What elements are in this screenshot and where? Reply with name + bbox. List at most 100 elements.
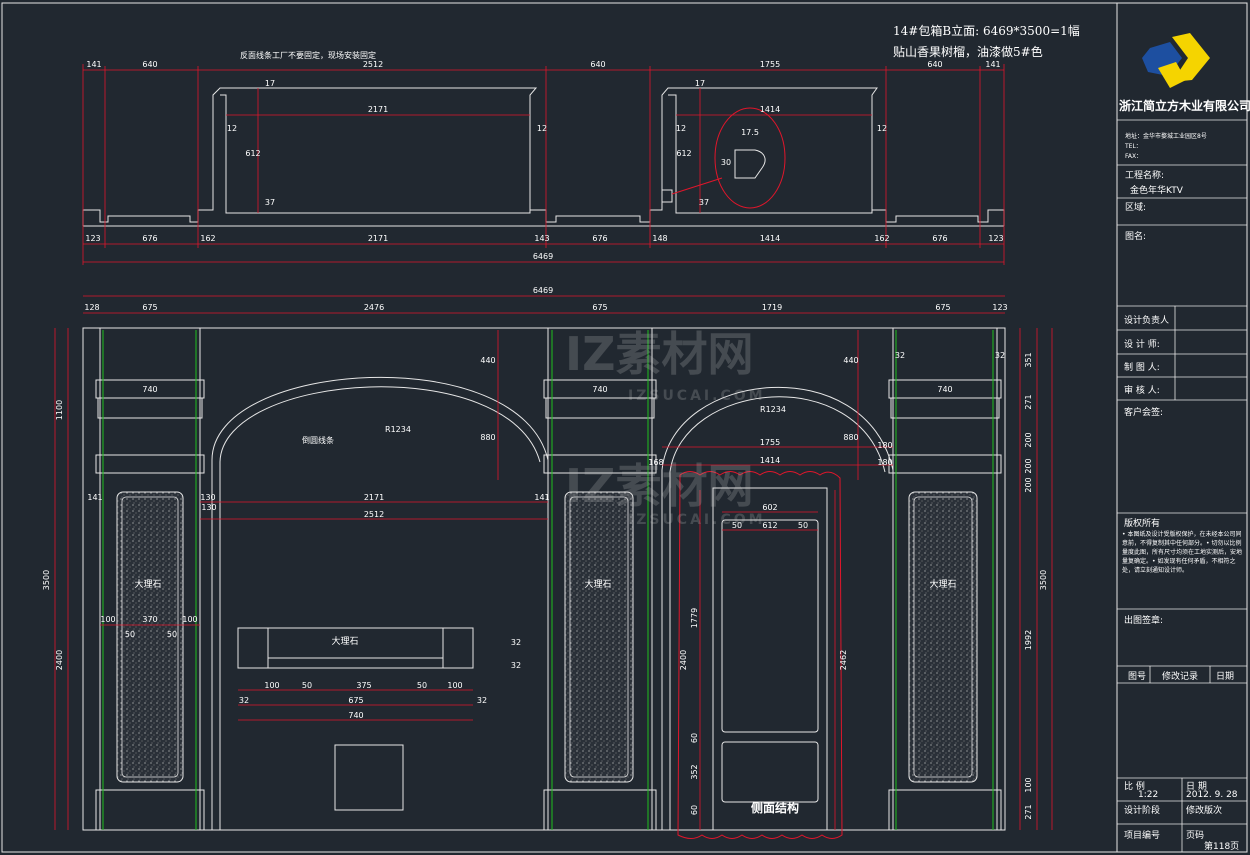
elevation-dimensions (54, 295, 1053, 830)
watermark-brand: IZ素材网 (565, 327, 754, 381)
plan-bottom-dim: 123 (85, 234, 100, 243)
plan-bottom-dim: 676 (592, 234, 607, 243)
side-structure-label: 侧面结构 (751, 800, 799, 815)
plan-bottom-dim: 162 (200, 234, 215, 243)
misc-dim: 100 (1024, 777, 1033, 792)
marble-label: 大理石 (584, 578, 611, 590)
plan-top-dim: 2512 (363, 60, 383, 69)
plan-small-dim: 12 (227, 124, 237, 133)
misc-dim: 141 (534, 493, 549, 502)
revision-record-label: 修改记录 (1162, 672, 1199, 682)
plan-top-dim: 640 (590, 60, 605, 69)
panel-dim: 50 (167, 630, 177, 639)
elev-right-dim: 3500 (1039, 570, 1048, 590)
plan-view (82, 87, 1005, 227)
stamp-label: 出图签章: (1124, 616, 1164, 626)
plan-bottom-dim: 1414 (760, 234, 780, 243)
project-no-label: 项目编号 (1124, 831, 1161, 841)
plan-top-dim: 640 (927, 60, 942, 69)
misc-dim: 440 (843, 356, 858, 365)
company-name: 浙江简立方木业有限公司 (1119, 99, 1250, 113)
detail-dim: 740 (348, 711, 363, 720)
misc-dim: 880 (480, 433, 495, 442)
date-col-label: 日期 (1216, 672, 1235, 682)
designer-in-charge-label: 设计负责人 (1124, 316, 1170, 326)
address-line: 地址：金华市婺城工业园区8号 (1125, 133, 1207, 140)
design-stage-label: 设计阶段 (1124, 806, 1161, 816)
note-line-1: 14#包箱B立面: 6469*3500=1幅 (893, 24, 1080, 38)
plan-small-dim: 17.5 (741, 128, 759, 137)
marble-label: 大理石 (929, 578, 956, 590)
misc-dim: 130 (201, 503, 216, 512)
watermark-sub: IZSUCAI.COM (628, 512, 766, 528)
plan-note: 反面线条工厂不要固定，现场安装固定 (240, 50, 376, 60)
plan-bottom-dim: 676 (932, 234, 947, 243)
misc-dim: 32 (895, 351, 905, 360)
elev-top-dim: 1719 (762, 303, 782, 312)
drawing-name-label: 图名: (1125, 232, 1147, 242)
detail-dim: 32 (511, 661, 521, 670)
plan-small-dim: 37 (265, 198, 275, 207)
plan-small-dim: 17 (695, 79, 705, 88)
elev-right-dim: 1992 (1024, 630, 1033, 650)
client-sign-label: 客户会签: (1124, 408, 1164, 418)
plan-small-dim: 12 (537, 124, 547, 133)
misc-dim: 200 (1024, 477, 1033, 492)
misc-dim: 180 (877, 441, 892, 450)
plan-small-dim: 12 (877, 124, 887, 133)
plan-bottom-dim: 162 (874, 234, 889, 243)
elev-left-dim: 2400 (55, 650, 64, 670)
door-dim: 602 (762, 503, 777, 512)
detail-dim: 32 (239, 696, 249, 705)
plan-dimensions (82, 64, 1005, 265)
elev-top-dim: 675 (935, 303, 950, 312)
door-dim: 60 (690, 805, 699, 815)
scale-label: 比 例 (1124, 782, 1145, 792)
copyright-text: • 本图纸及设计受版权保护，在未经本公司同意前，不得复制其中任何部分。• 切勿以… (1122, 531, 1243, 574)
company-logo-icon (1142, 33, 1210, 88)
capital-width-dim: 740 (592, 385, 607, 394)
misc-dim: 351 (1024, 352, 1033, 367)
elev-top-dim: 128 (84, 303, 99, 312)
door-dim: 50 (732, 521, 742, 530)
elev-left-dim: 3500 (42, 570, 51, 590)
misc-dim: R1234 (760, 405, 786, 414)
tel-line: TEL： (1125, 143, 1142, 150)
span-dim: 1414 (760, 456, 780, 465)
elevation-dimension-texts: 6469 128 675 2476 675 1719 675 123 740 7… (42, 286, 1048, 820)
door-dim: 50 (798, 521, 808, 530)
elev-top-dim: 123 (992, 303, 1007, 312)
watermark-sub: IZSUCAI.COM (628, 388, 766, 404)
plan-dimension-texts: 141 640 2512 640 1755 640 141 123 676 16… (85, 60, 1003, 261)
date-value: 2012. 9. 28 (1186, 790, 1238, 800)
plan-small-dim: 37 (699, 198, 709, 207)
marble-label: 大理石 (134, 578, 161, 590)
elevation-outline (82, 327, 1006, 831)
misc-dim: 130 (200, 493, 215, 502)
drafter-label: 制 图 人: (1124, 363, 1160, 373)
misc-dim: 141 (87, 493, 102, 502)
misc-dim: 168 (648, 458, 663, 467)
revision-version-label: 修改版次 (1186, 806, 1223, 816)
misc-dim: 32 (995, 351, 1005, 360)
misc-dim: 271 (1024, 804, 1033, 819)
door-dim: 612 (762, 521, 777, 530)
plan-small-dim: 612 (245, 149, 260, 158)
plan-small-dim: 30 (721, 158, 731, 167)
span-dim: 1755 (760, 438, 780, 447)
green-guides (102, 330, 994, 830)
plan-top-dim: 141 (985, 60, 1000, 69)
panel-dim: 100 (100, 615, 115, 624)
misc-dim: 880 (843, 433, 858, 442)
door-dim: 2400 (679, 650, 688, 670)
panel-dim: 100 (182, 615, 197, 624)
plan-inner-dim: 2171 (368, 105, 388, 114)
door-dim: 352 (690, 764, 699, 779)
span-dim: 2512 (364, 510, 384, 519)
capital-width-dim: 740 (937, 385, 952, 394)
plan-top-dim: 1755 (760, 60, 780, 69)
plan-total-dim: 6469 (533, 252, 553, 261)
elev-top-dim: 2476 (364, 303, 384, 312)
detail-dim: 100 (447, 681, 462, 690)
